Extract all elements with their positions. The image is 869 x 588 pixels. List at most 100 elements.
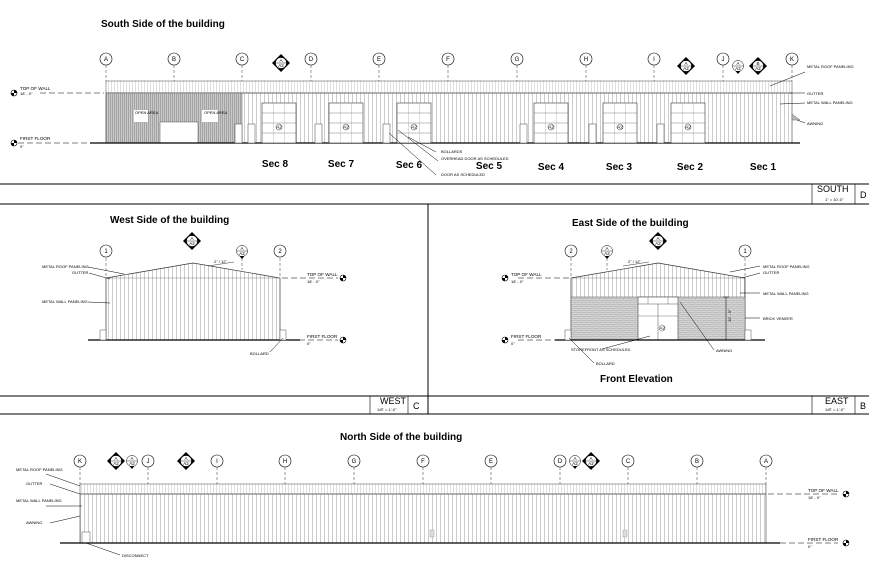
north-fixture-1 — [429, 529, 435, 538]
south-grid-bubble-F: F — [441, 52, 455, 81]
east-gutter-callout: GUTTER — [763, 270, 780, 275]
east-tow-elev: 18' - 0" — [511, 279, 524, 284]
east-grid-bubble-2-label: 2 — [569, 249, 573, 255]
south-bottom-callouts: BOLLARDS OVERHEAD DOOR AS SCHEDULED DOOR… — [388, 129, 509, 177]
south-grid-bubble-D-label: D — [309, 57, 314, 63]
overhead-door: A2 — [247, 102, 297, 144]
south-section-marker-4: BA2 — [749, 57, 767, 75]
north-grid-bubble-B: B — [690, 454, 704, 484]
north-left-callouts: METAL ROOF PANELING GUTTER METAL WALL PA… — [16, 467, 149, 558]
north-grid-bubble-E: E — [484, 454, 498, 484]
east-height-dim: 10' - 0" — [723, 296, 732, 341]
north-disconnect-callout: DISCONNECT — [122, 553, 149, 558]
north-title: North Side of the building — [340, 432, 462, 443]
north-section-marker-2-id: A — [130, 456, 133, 461]
north-section-marker-1: AA2 — [107, 452, 125, 470]
east-metal-wall-callout: METAL WALL PANELING — [763, 291, 809, 296]
south-bollards-callout: BOLLARDS — [441, 149, 463, 154]
open-area-opening — [159, 121, 199, 144]
north-section-marker-4-id: A — [573, 456, 576, 461]
north-grid-bubble-J-label: J — [147, 459, 150, 465]
west-bollard-callout-group: BOLLARD — [250, 337, 284, 356]
man-door — [656, 123, 665, 144]
door-tag-text: A2 — [685, 125, 691, 130]
man-door — [519, 123, 528, 144]
east-section-marker-1-id: A — [656, 236, 659, 241]
west-gutter-callout: GUTTER — [72, 270, 89, 275]
north-grid-bubble-D: D — [553, 454, 567, 484]
south-grid-bubble-H-label: H — [584, 57, 588, 63]
west-ff-marker: FIRST FLOOR 0" — [290, 334, 347, 346]
east-bottom-callouts: STOREFRONT AS SCHEDULED BOLLARD — [568, 335, 651, 366]
open-area-label-2: OPEN AREA — [204, 110, 227, 115]
north-grid-bubble-G: G — [347, 454, 361, 484]
south-grid-bubble-C: C — [235, 52, 249, 81]
east-storefront-callout: STOREFRONT AS SCHEDULED — [571, 347, 631, 352]
west-grid-bubble-2-label: 2 — [278, 249, 282, 255]
north-wall — [79, 493, 767, 544]
east-right-callouts: METAL ROOF PANELING GUTTER METAL WALL PA… — [679, 264, 810, 353]
north-grid-bubble-F: F — [416, 454, 430, 484]
section-label-4: Sec 4 — [538, 162, 565, 173]
section-label-3: Sec 3 — [606, 162, 633, 173]
south-awning-callout: AWNING — [807, 121, 823, 126]
north-grid-bubble-A: A — [759, 454, 773, 484]
west-grid-bubble-2: 2 — [273, 244, 287, 258]
man-door — [314, 123, 323, 144]
section-label-2: Sec 2 — [677, 162, 704, 173]
east-section-marker-2-sheet: A2 — [604, 251, 610, 256]
west-block-letter: C — [413, 401, 420, 411]
east-ff-label: FIRST FLOOR — [511, 334, 542, 339]
overhead-door: A2 — [656, 102, 706, 144]
east-bollard-callout: BOLLARD — [596, 361, 615, 366]
north-grid-bubble-C: C — [621, 454, 635, 484]
north-elevation: North Side of the building METAL ROOF PA… — [16, 432, 850, 558]
south-door-callout: DOOR AS SCHEDULED — [441, 172, 485, 177]
door-tag-text: A2 — [276, 125, 282, 130]
south-section-marker-2-id: A — [684, 61, 687, 66]
north-grid-bubble-B-label: B — [695, 459, 699, 465]
south-tow-label: TOP OF WALL — [20, 86, 51, 91]
south-grid-bubble-D: D — [304, 52, 318, 81]
west-bollard-1 — [99, 329, 107, 341]
north-metal-roof-callout: METAL ROOF PANELING — [16, 467, 63, 472]
overhead-door: A2 — [519, 102, 569, 144]
west-slope-label: 2" / 12" — [214, 259, 227, 264]
south-grid-bubble-C-label: C — [240, 57, 245, 63]
north-section-marker-2-sheet: A2 — [129, 461, 135, 466]
north-grid-bubble-D-label: D — [558, 459, 563, 465]
south-grid-bubble-J: J — [716, 52, 730, 81]
west-bollard-2 — [279, 329, 287, 341]
overhead-door: A2 — [382, 102, 432, 144]
west-title: West Side of the building — [110, 215, 229, 226]
east-subtitle: Front Elevation — [600, 374, 673, 385]
north-grid-bubble-F-label: F — [421, 459, 425, 465]
east-block-letter: B — [860, 401, 866, 411]
east-section-marker-2-id: A — [605, 246, 608, 251]
north-section-marker-5-id: A — [589, 456, 592, 461]
north-section-marker-3-sheet: A2 — [183, 461, 189, 466]
east-grid-bubble-1: 1 — [738, 244, 752, 258]
south-scale: 1" = 10'-0" — [825, 197, 844, 202]
south-grid-bubble-B-label: B — [172, 57, 176, 63]
south-section-marker-1-id: A — [279, 58, 282, 63]
open-area-label-1: OPEN AREA — [135, 110, 158, 115]
south-block-letter: D — [860, 190, 867, 200]
south-grid-bubble-K: K — [785, 52, 799, 81]
south-grid-bubble-B: B — [167, 52, 181, 81]
north-grid-bubble-H: H — [278, 454, 292, 484]
west-section-marker-2-sheet: A2 — [239, 251, 245, 256]
east-metal-roof-callout: METAL ROOF PANELING — [763, 264, 810, 269]
north-ff-marker: FIRST FLOOR 0" — [780, 537, 850, 549]
east-grid-bubble-2: 2 — [564, 244, 578, 258]
north-grid-bubble-E-label: E — [489, 459, 493, 465]
east-brick-callout: BRICK VENEER — [763, 316, 793, 321]
north-disconnect — [81, 531, 91, 544]
east-door-tag — [658, 324, 666, 332]
section-label-6: Sec 6 — [396, 160, 423, 171]
door-tag-text: A2 — [411, 125, 417, 130]
